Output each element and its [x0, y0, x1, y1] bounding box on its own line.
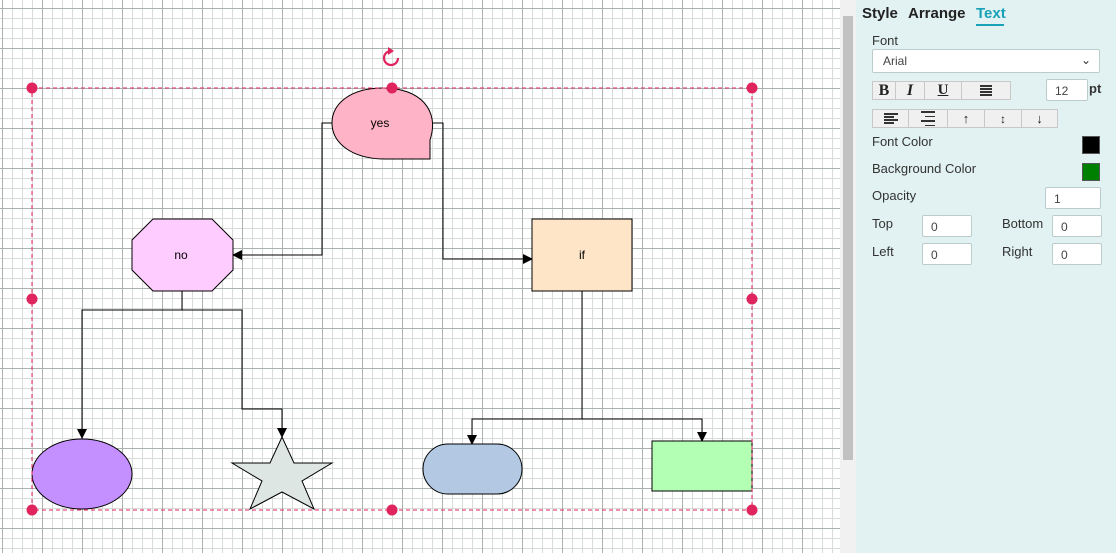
node-no[interactable]: no — [131, 218, 234, 292]
chevron-down-icon: ⌄ — [1080, 53, 1091, 67]
process-shape[interactable] — [531, 218, 633, 292]
node-label-no: no — [174, 248, 188, 262]
right-padding-input[interactable]: 0 — [1052, 243, 1102, 265]
node-yes[interactable]: yes — [331, 87, 434, 160]
background-color-swatch[interactable] — [1082, 163, 1100, 181]
scrollbar-thumb[interactable] — [843, 16, 853, 460]
selection-box — [26, 47, 758, 516]
font-family-value: Arial — [883, 54, 908, 68]
align-right-icon — [921, 110, 935, 128]
connector-if-to-terminator[interactable] — [467, 291, 583, 445]
font-color-swatch[interactable] — [1082, 136, 1100, 154]
tab-text[interactable]: Text — [976, 5, 1006, 22]
resize-handle-right[interactable] — [746, 293, 758, 305]
bold-icon: B — [878, 81, 890, 99]
strikethrough-icon — [980, 84, 992, 98]
font-family-select[interactable]: Arial ⌄ — [872, 49, 1100, 73]
valign-top-button[interactable]: ↑ — [947, 109, 985, 128]
node-label-yes: yes — [371, 116, 390, 130]
font-label: Font — [872, 33, 899, 48]
bottom-padding-label: Bottom — [1002, 216, 1044, 231]
node-terminator[interactable] — [422, 443, 523, 495]
valign-bottom-icon: ↓ — [1036, 111, 1043, 126]
italic-button[interactable]: I — [895, 81, 925, 100]
align-right-button[interactable] — [908, 109, 948, 128]
node-rectangle[interactable] — [651, 440, 753, 492]
valign-middle-button[interactable]: ↕ — [984, 109, 1022, 128]
strikethrough-button[interactable] — [961, 81, 1011, 100]
node-ellipse[interactable] — [31, 438, 133, 510]
italic-icon: I — [906, 81, 914, 99]
resize-handle-bottom-left[interactable] — [26, 504, 38, 516]
properties-panel: Style Arrange Text Font Arial ⌄ B I U 12… — [856, 0, 1116, 553]
underline-icon: U — [937, 82, 949, 98]
left-padding-label: Left — [872, 244, 894, 259]
right-padding-label: Right — [1002, 244, 1033, 259]
bold-button[interactable]: B — [872, 81, 896, 100]
connector-yes-to-if[interactable] — [433, 122, 533, 264]
connectors — [77, 122, 707, 445]
valign-middle-icon: ↕ — [1000, 111, 1006, 126]
background-color-label: Background Color — [872, 161, 977, 176]
tab-style[interactable]: Style — [862, 5, 898, 22]
valign-top-icon: ↑ — [962, 111, 970, 126]
node-star[interactable] — [230, 435, 334, 511]
resize-handle-bottom-right[interactable] — [746, 504, 758, 516]
left-padding-input[interactable]: 0 — [922, 243, 972, 265]
connector-no-to-star[interactable] — [181, 291, 287, 438]
font-color-label: Font Color — [872, 134, 933, 149]
bottom-padding-input[interactable]: 0 — [1052, 215, 1102, 237]
resize-handle-top-left[interactable] — [26, 82, 38, 94]
octagon-shape[interactable] — [131, 218, 234, 292]
opacity-label: Opacity — [872, 188, 917, 203]
diagram-svg[interactable]: yes no if — [0, 0, 840, 553]
rotate-handle-icon[interactable] — [382, 47, 400, 67]
underline-button[interactable]: U — [924, 81, 962, 100]
active-tab-indicator — [976, 24, 1004, 26]
resize-handle-top[interactable] — [386, 82, 398, 94]
font-size-unit: pt — [1089, 81, 1102, 96]
top-padding-input[interactable]: 0 — [922, 215, 972, 237]
align-left-button[interactable] — [872, 109, 909, 128]
tab-arrange[interactable]: Arrange — [908, 5, 966, 22]
connector-yes-to-no[interactable] — [232, 122, 332, 260]
top-padding-label: Top — [872, 216, 893, 231]
font-size-input[interactable]: 12 — [1046, 79, 1088, 101]
opacity-input[interactable]: 1 — [1045, 187, 1101, 209]
node-if[interactable]: if — [531, 218, 633, 292]
diagram-canvas[interactable]: yes no if — [0, 0, 840, 553]
resize-handle-top-right[interactable] — [746, 82, 758, 94]
align-left-icon — [883, 112, 898, 126]
connector-no-to-ellipse[interactable] — [77, 291, 183, 439]
resize-handle-bottom[interactable] — [386, 504, 398, 516]
valign-bottom-button[interactable]: ↓ — [1021, 109, 1058, 128]
canvas-scrollbar[interactable] — [840, 0, 856, 553]
resize-handle-left[interactable] — [26, 293, 38, 305]
callout-shape[interactable] — [331, 87, 434, 160]
node-label-if: if — [579, 248, 586, 262]
connector-if-to-rectangle[interactable] — [581, 291, 707, 442]
